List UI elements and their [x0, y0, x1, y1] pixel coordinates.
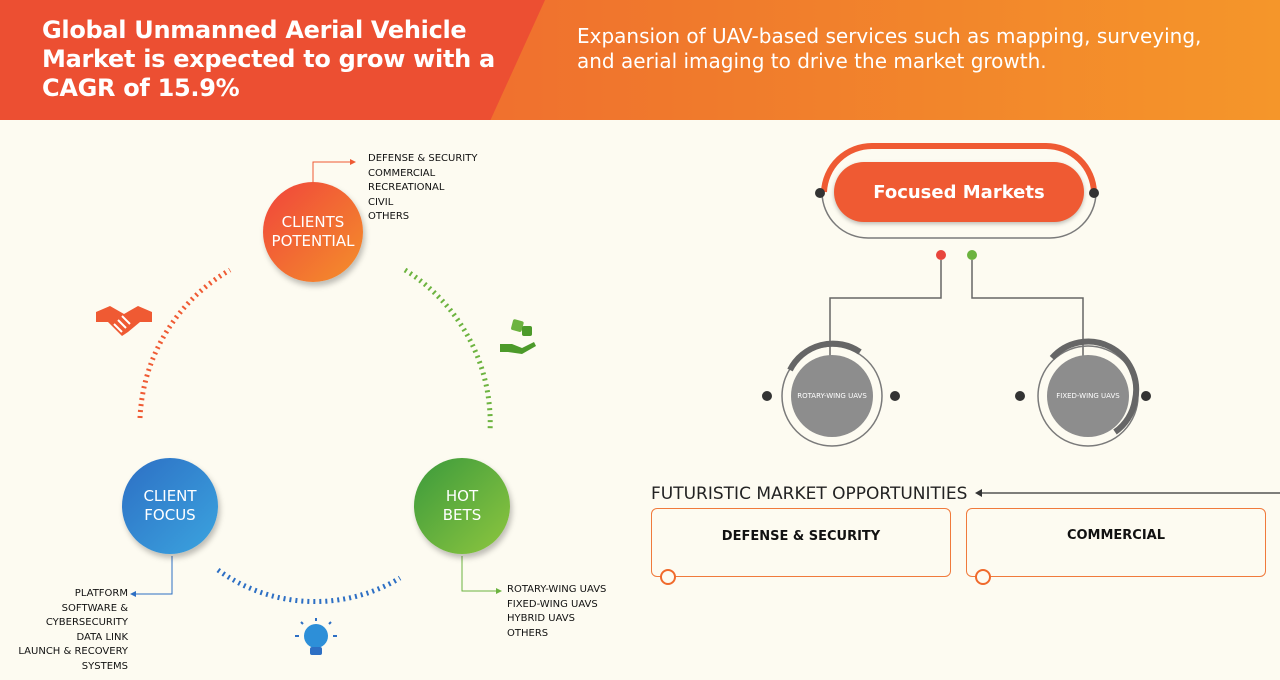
page-title: Global Unmanned Aerial Vehicle Market is…: [42, 16, 495, 102]
list-item: HYBRID UAVS: [507, 613, 575, 624]
arc-blue: [216, 567, 402, 605]
opportunity-label: COMMERCIAL: [1066, 528, 1166, 543]
opportunity-card: DEFENSE & SECURITY: [651, 508, 951, 585]
client-focus-label-2: FOCUS: [144, 506, 196, 524]
clients-potential-list: DEFENSE & SECURITY COMMERCIAL RECREATION…: [368, 152, 477, 225]
focused-markets-title: Focused Markets: [834, 162, 1084, 222]
handshake-icon: [96, 306, 152, 336]
opportunity-dot: [660, 569, 676, 585]
fm-line-right: [971, 260, 1084, 358]
list-item: CIVIL: [368, 196, 394, 208]
fm-line-left: [829, 260, 942, 358]
list-item: DEFENSE & SECURITY: [368, 153, 478, 164]
list-item: PLATFORM: [74, 588, 128, 599]
segment-rotary-wing: ROTARY-WING UAVS: [791, 355, 873, 437]
dice-hand-icon: [500, 319, 536, 354]
list-item: CYBERSECURITY: [45, 617, 128, 628]
list-item: COMMERCIAL: [368, 167, 436, 179]
list-item: ROTARY-WING UAVS: [507, 584, 607, 595]
connector-hot: [461, 556, 496, 592]
segment-fixed-wing: FIXED-WING UAVS: [1047, 355, 1129, 437]
futuristic-title: FUTURISTIC MARKET OPPORTUNITIES: [651, 484, 968, 504]
list-item: OTHERS: [507, 627, 549, 639]
opportunity-label: DEFENSE & SECURITY: [721, 529, 881, 544]
hot-bets-list: ROTARY-WING UAVS FIXED-WING UAVS HYBRID …: [507, 583, 606, 641]
lightbulb-icon: [295, 618, 337, 655]
arc-orange: [137, 267, 232, 419]
header-title-panel: [0, 0, 545, 120]
page-subtitle: Expansion of UAV-based services such as …: [577, 24, 1202, 73]
arc-green: [403, 267, 493, 433]
clients-potential-label-1: CLIENTS: [281, 213, 345, 231]
fm-frame-bottom: [821, 192, 1097, 239]
list-item: DATA LINK: [76, 631, 129, 643]
list-item: SYSTEMS: [81, 660, 128, 672]
list-item: OTHERS: [368, 211, 410, 222]
hot-bets-label-1: HOT: [445, 487, 479, 505]
opportunity-card: COMMERCIAL: [966, 508, 1266, 585]
client-focus-label-1: CLIENT: [143, 487, 197, 505]
list-item: RECREATIONAL: [368, 182, 445, 193]
client-focus-list: PLATFORM SOFTWARE & CYBERSECURITY DATA L…: [10, 587, 128, 674]
fm-frame-top: [821, 142, 1097, 193]
opportunity-dot: [975, 569, 991, 585]
list-item: SOFTWARE &: [61, 602, 128, 614]
clients-potential-label-2: POTENTIAL: [271, 232, 355, 250]
list-item: LAUNCH & RECOVERY: [18, 646, 128, 657]
hot-bets-label-2: BETS: [442, 506, 482, 524]
list-item: FIXED-WING UAVS: [507, 598, 598, 610]
connector-focus: [136, 556, 173, 595]
header-banner: Global Unmanned Aerial Vehicle Market is…: [0, 0, 1280, 120]
